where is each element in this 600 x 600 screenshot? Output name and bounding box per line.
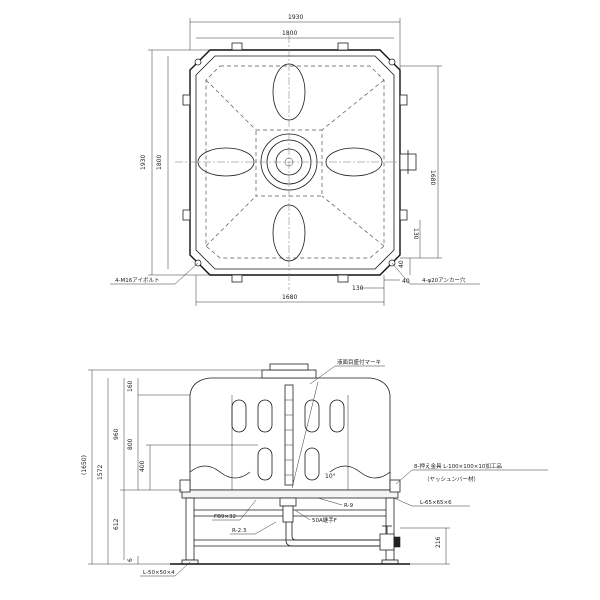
dim-right-40: 40: [398, 260, 405, 268]
note-flat-bar: FB9×32: [214, 514, 236, 520]
dim-6: 6: [127, 558, 134, 562]
elev-level-gauge: [284, 384, 294, 486]
elev-base-plate: [181, 489, 399, 499]
note-joint-50a: 50A継手F: [312, 516, 337, 524]
note-bracket-material: （ヤッシュンバー材）: [424, 475, 479, 483]
dim-bottom: 1680: [282, 294, 297, 301]
note-radius-r23: R-2.3: [232, 528, 247, 534]
angle-label: 10°: [325, 473, 336, 480]
dim-612: 612: [113, 518, 120, 530]
dim-top-inner: 1800: [282, 30, 297, 37]
plan-tank-outline: [205, 65, 385, 259]
note-eye-bolt: 4-M16アイボルト: [115, 276, 159, 284]
dim-bottom-130: 130: [352, 285, 364, 292]
note-radius-r9: R-9: [344, 503, 354, 509]
dim-bottom-40: 40: [402, 278, 410, 285]
dim-160: 160: [127, 380, 134, 392]
dim-left-outer: 1930: [140, 155, 147, 170]
note-angle-l65: L-65×65×6: [420, 500, 452, 506]
plan-outer-frame: [189, 49, 401, 276]
dim-960: 960: [113, 428, 120, 440]
note-angle-l50: L-50×50×4: [143, 570, 175, 576]
dim-right: 1680: [429, 170, 436, 185]
dim-right-small: 130: [412, 228, 419, 240]
dim-total-height: (1650): [81, 455, 88, 475]
note-anchor-hole: 4-φ20アンカー穴: [422, 276, 466, 284]
dim-400: 400: [139, 460, 146, 472]
dim-left-inner: 1800: [156, 155, 163, 170]
dim-216: 216: [435, 536, 442, 548]
note-bracket: 8-押え金具 L-100×100×10加工品: [414, 462, 502, 470]
dim-1572: 1572: [97, 465, 104, 480]
note-level-marker: 液面目盛付マーキ: [337, 358, 381, 366]
dim-top-outer: 1930: [288, 14, 303, 21]
plan-view: 1930 1800 1930 1800 1680 130 40 1680 130…: [110, 14, 480, 306]
elevation-view: (1650) 1572 960 160 800 400 612 6 216 10…: [81, 358, 548, 577]
plan-inner-frame: [195, 55, 395, 270]
dim-800: 800: [127, 438, 134, 450]
elev-drain-valve: [379, 533, 395, 551]
